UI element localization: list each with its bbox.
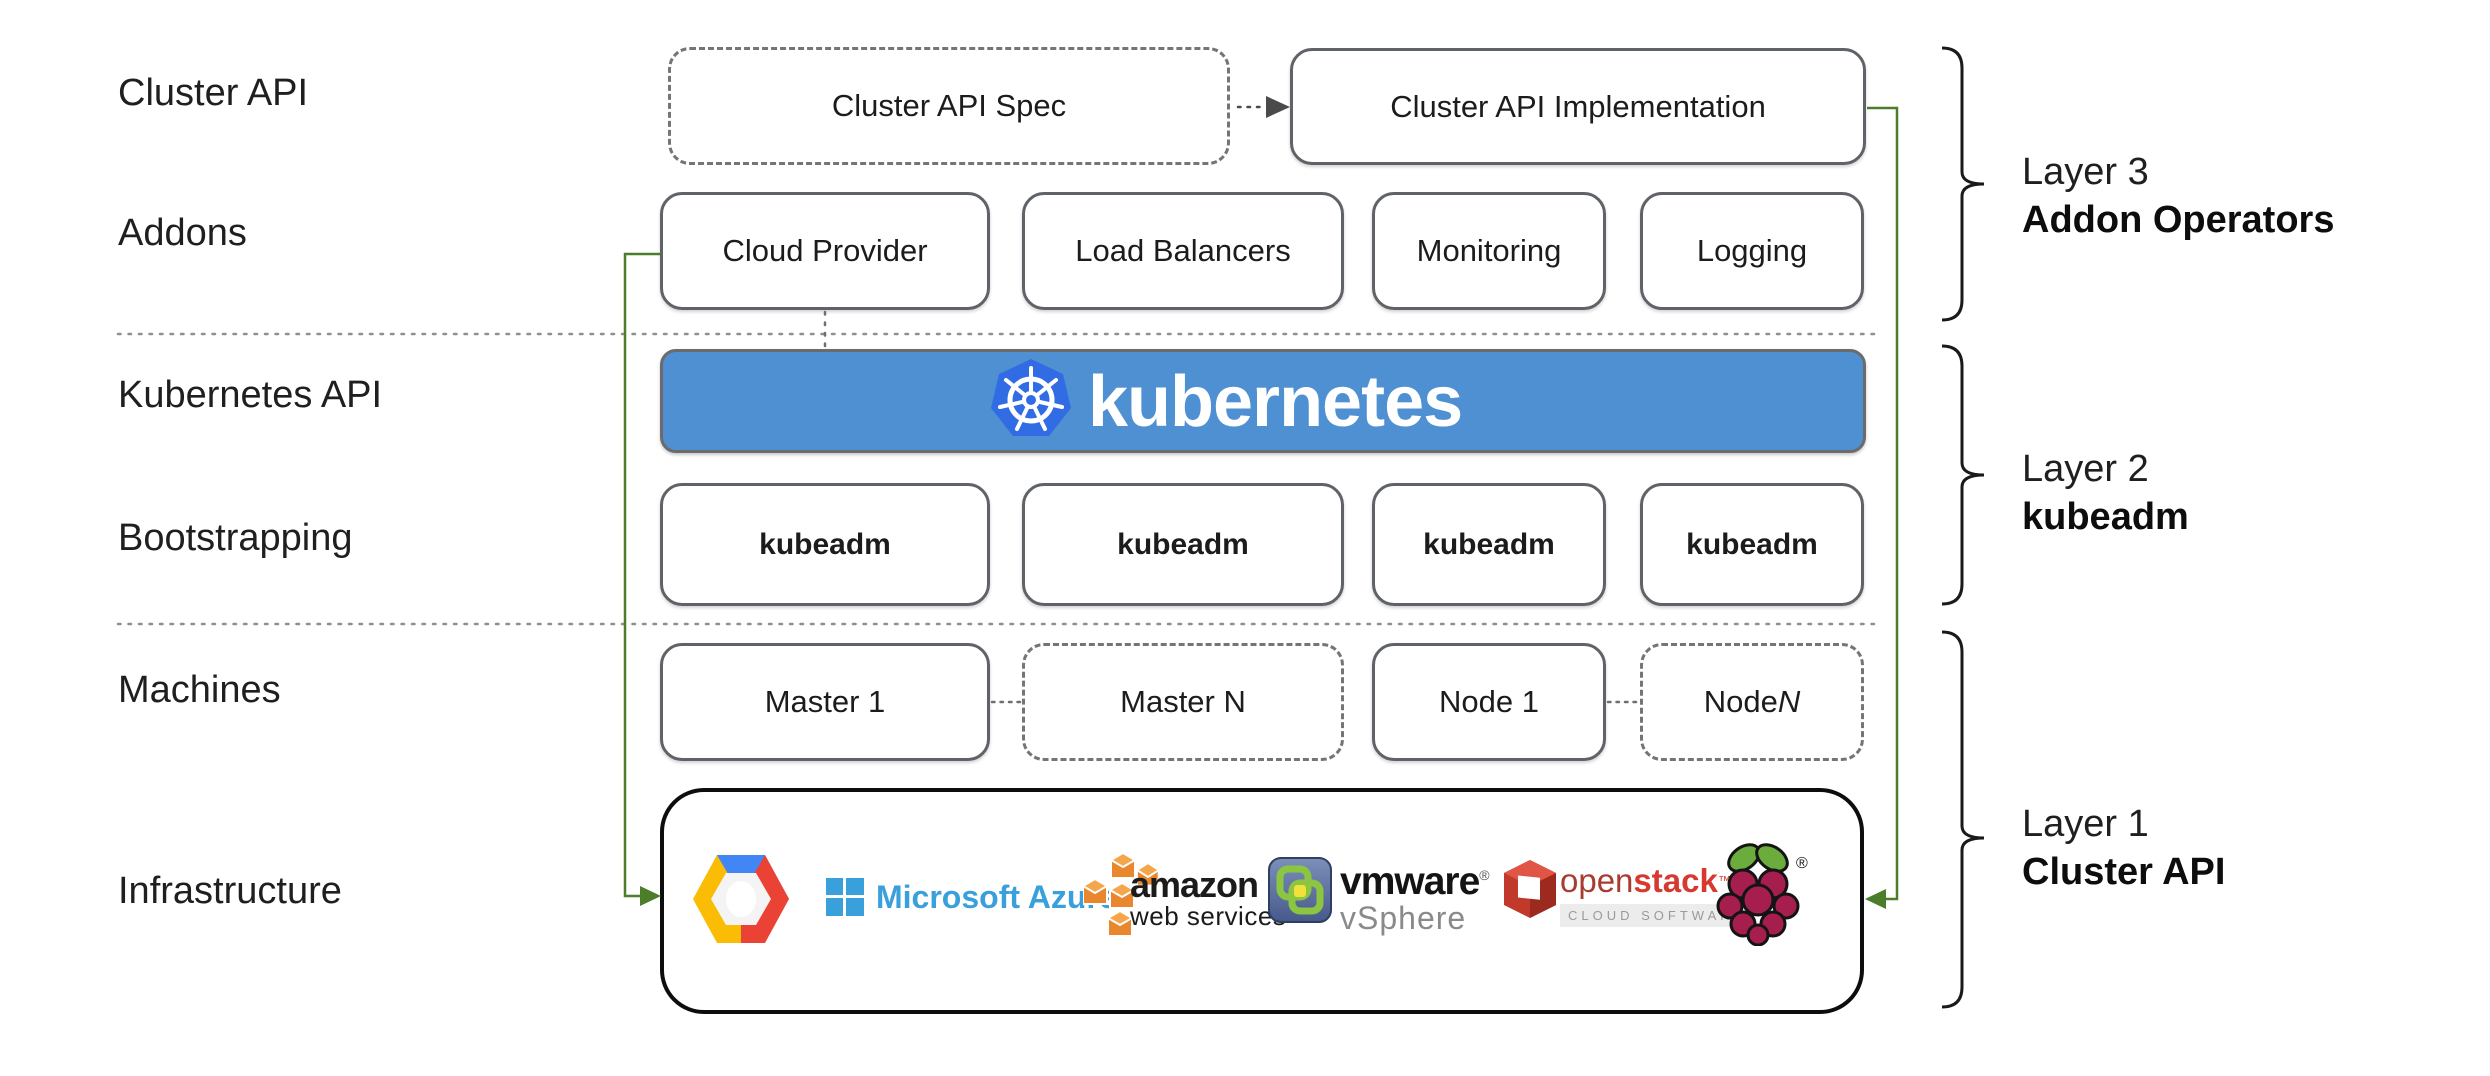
- vmware-label: vmware: [1340, 860, 1480, 903]
- row-label-kubernetes-api: Kubernetes API: [118, 374, 383, 416]
- node-n-italic: N: [1777, 684, 1801, 719]
- node-n-box: Node N: [1640, 643, 1864, 761]
- azure-label: Microsoft Azure: [876, 878, 1117, 915]
- vsphere-label: vSphere: [1340, 900, 1467, 936]
- green-right-connector: [1867, 106, 1899, 901]
- layer-3-title: Layer 3: [2022, 151, 2149, 193]
- cluster-api-implementation-label: Cluster API Implementation: [1390, 88, 1766, 124]
- row-label-machines: Machines: [118, 669, 281, 711]
- cluster-api-spec-label: Cluster API Spec: [831, 88, 1067, 123]
- row-label-infrastructure: Infrastructure: [118, 870, 342, 912]
- amazon-label: amazon: [1130, 864, 1259, 905]
- layer-1-title: Layer 1: [2022, 803, 2149, 845]
- cluster-api-spec-box: Cluster API Spec: [668, 47, 1230, 165]
- cloud-provider-label: Cloud Provider: [722, 233, 928, 268]
- cluster-api-implementation-box: Cluster API Implementation: [1290, 48, 1866, 165]
- raspberry-pi-registered-mark: ®: [1796, 855, 1808, 872]
- aws-logo-text: amazon web services: [1130, 864, 1287, 931]
- green-left-arrowhead: [640, 886, 661, 906]
- vmware-vsphere-icon: [1268, 857, 1332, 923]
- windows-flag-icon: [826, 878, 864, 916]
- microsoft-azure-logo: Microsoft Azure: [826, 878, 1117, 916]
- green-left-connector: [623, 252, 660, 898]
- kubeadm-box-3: kubeadm: [1372, 483, 1606, 606]
- openstack-sublabel: CLOUD SOFTWARE: [1560, 904, 1755, 927]
- google-cloud-icon: [693, 855, 789, 943]
- logging-box: Logging: [1640, 192, 1864, 310]
- spec-to-implementation-arrowhead: [1266, 96, 1290, 118]
- vmware-logo-text: vmware® vSphere: [1340, 856, 1490, 936]
- master-n-box: Master N: [1022, 643, 1344, 761]
- row-label-bootstrapping: Bootstrapping: [118, 517, 353, 559]
- kubeadm-box-2: kubeadm: [1022, 483, 1344, 606]
- kubeadm-box-1: kubeadm: [660, 483, 990, 606]
- layer-2-label: Layer 2 kubeadm: [2022, 445, 2189, 541]
- layer-2-name: kubeadm: [2022, 496, 2189, 538]
- openstack-stack-label: stack: [1633, 862, 1718, 899]
- kubernetes-wordmark: kubernetes: [1088, 362, 1463, 442]
- layer-2-bracket: [1941, 344, 1985, 606]
- layer-2-title: Layer 2: [2022, 448, 2149, 490]
- layer-1-name: Cluster API: [2022, 851, 2226, 893]
- kubeadm-label: kubeadm: [1117, 527, 1249, 561]
- node-n-label: Node: [1703, 684, 1778, 719]
- layer-3-label: Layer 3 Addon Operators: [2022, 148, 2334, 244]
- kubeadm-box-4: kubeadm: [1640, 483, 1864, 606]
- layer-1-label: Layer 1 Cluster API: [2022, 800, 2225, 896]
- logging-label: Logging: [1696, 233, 1808, 268]
- raspberry-pi-icon: ®: [1716, 843, 1808, 946]
- kubernetes-logo-icon: [991, 359, 1071, 436]
- row-label-cluster-api: Cluster API: [118, 72, 309, 114]
- layer-3-name: Addon Operators: [2022, 199, 2335, 241]
- layer-1-bracket: [1941, 630, 1985, 1009]
- vmware-registered-mark: ®: [1479, 867, 1489, 883]
- green-right-arrowhead: [1865, 889, 1886, 909]
- layer-3-bracket: [1941, 46, 1985, 322]
- node-1-box: Node 1: [1372, 643, 1606, 761]
- openstack-logo-text: openstack™ CLOUD SOFTWARE: [1560, 862, 1755, 927]
- node-1-label: Node 1: [1439, 684, 1539, 719]
- kubeadm-label: kubeadm: [1423, 527, 1555, 561]
- row-label-addons: Addons: [118, 212, 247, 254]
- master-1-box: Master 1: [660, 643, 990, 761]
- load-balancers-box: Load Balancers: [1022, 192, 1344, 310]
- openstack-open-label: open: [1560, 862, 1634, 899]
- kubeadm-label: kubeadm: [1686, 527, 1818, 561]
- kubeadm-label: kubeadm: [759, 527, 891, 561]
- master-n-label: Master N: [1120, 684, 1246, 719]
- monitoring-box: Monitoring: [1372, 192, 1606, 310]
- master-1-label: Master 1: [764, 684, 886, 719]
- web-services-label: web services: [1130, 901, 1287, 931]
- load-balancers-label: Load Balancers: [1075, 233, 1291, 268]
- aws-cubes-icon: [1083, 853, 1161, 937]
- kubernetes-banner: [660, 349, 1866, 453]
- cloud-provider-box: Cloud Provider: [660, 192, 990, 310]
- monitoring-label: Monitoring: [1416, 233, 1562, 268]
- openstack-cube-icon: [1504, 860, 1556, 918]
